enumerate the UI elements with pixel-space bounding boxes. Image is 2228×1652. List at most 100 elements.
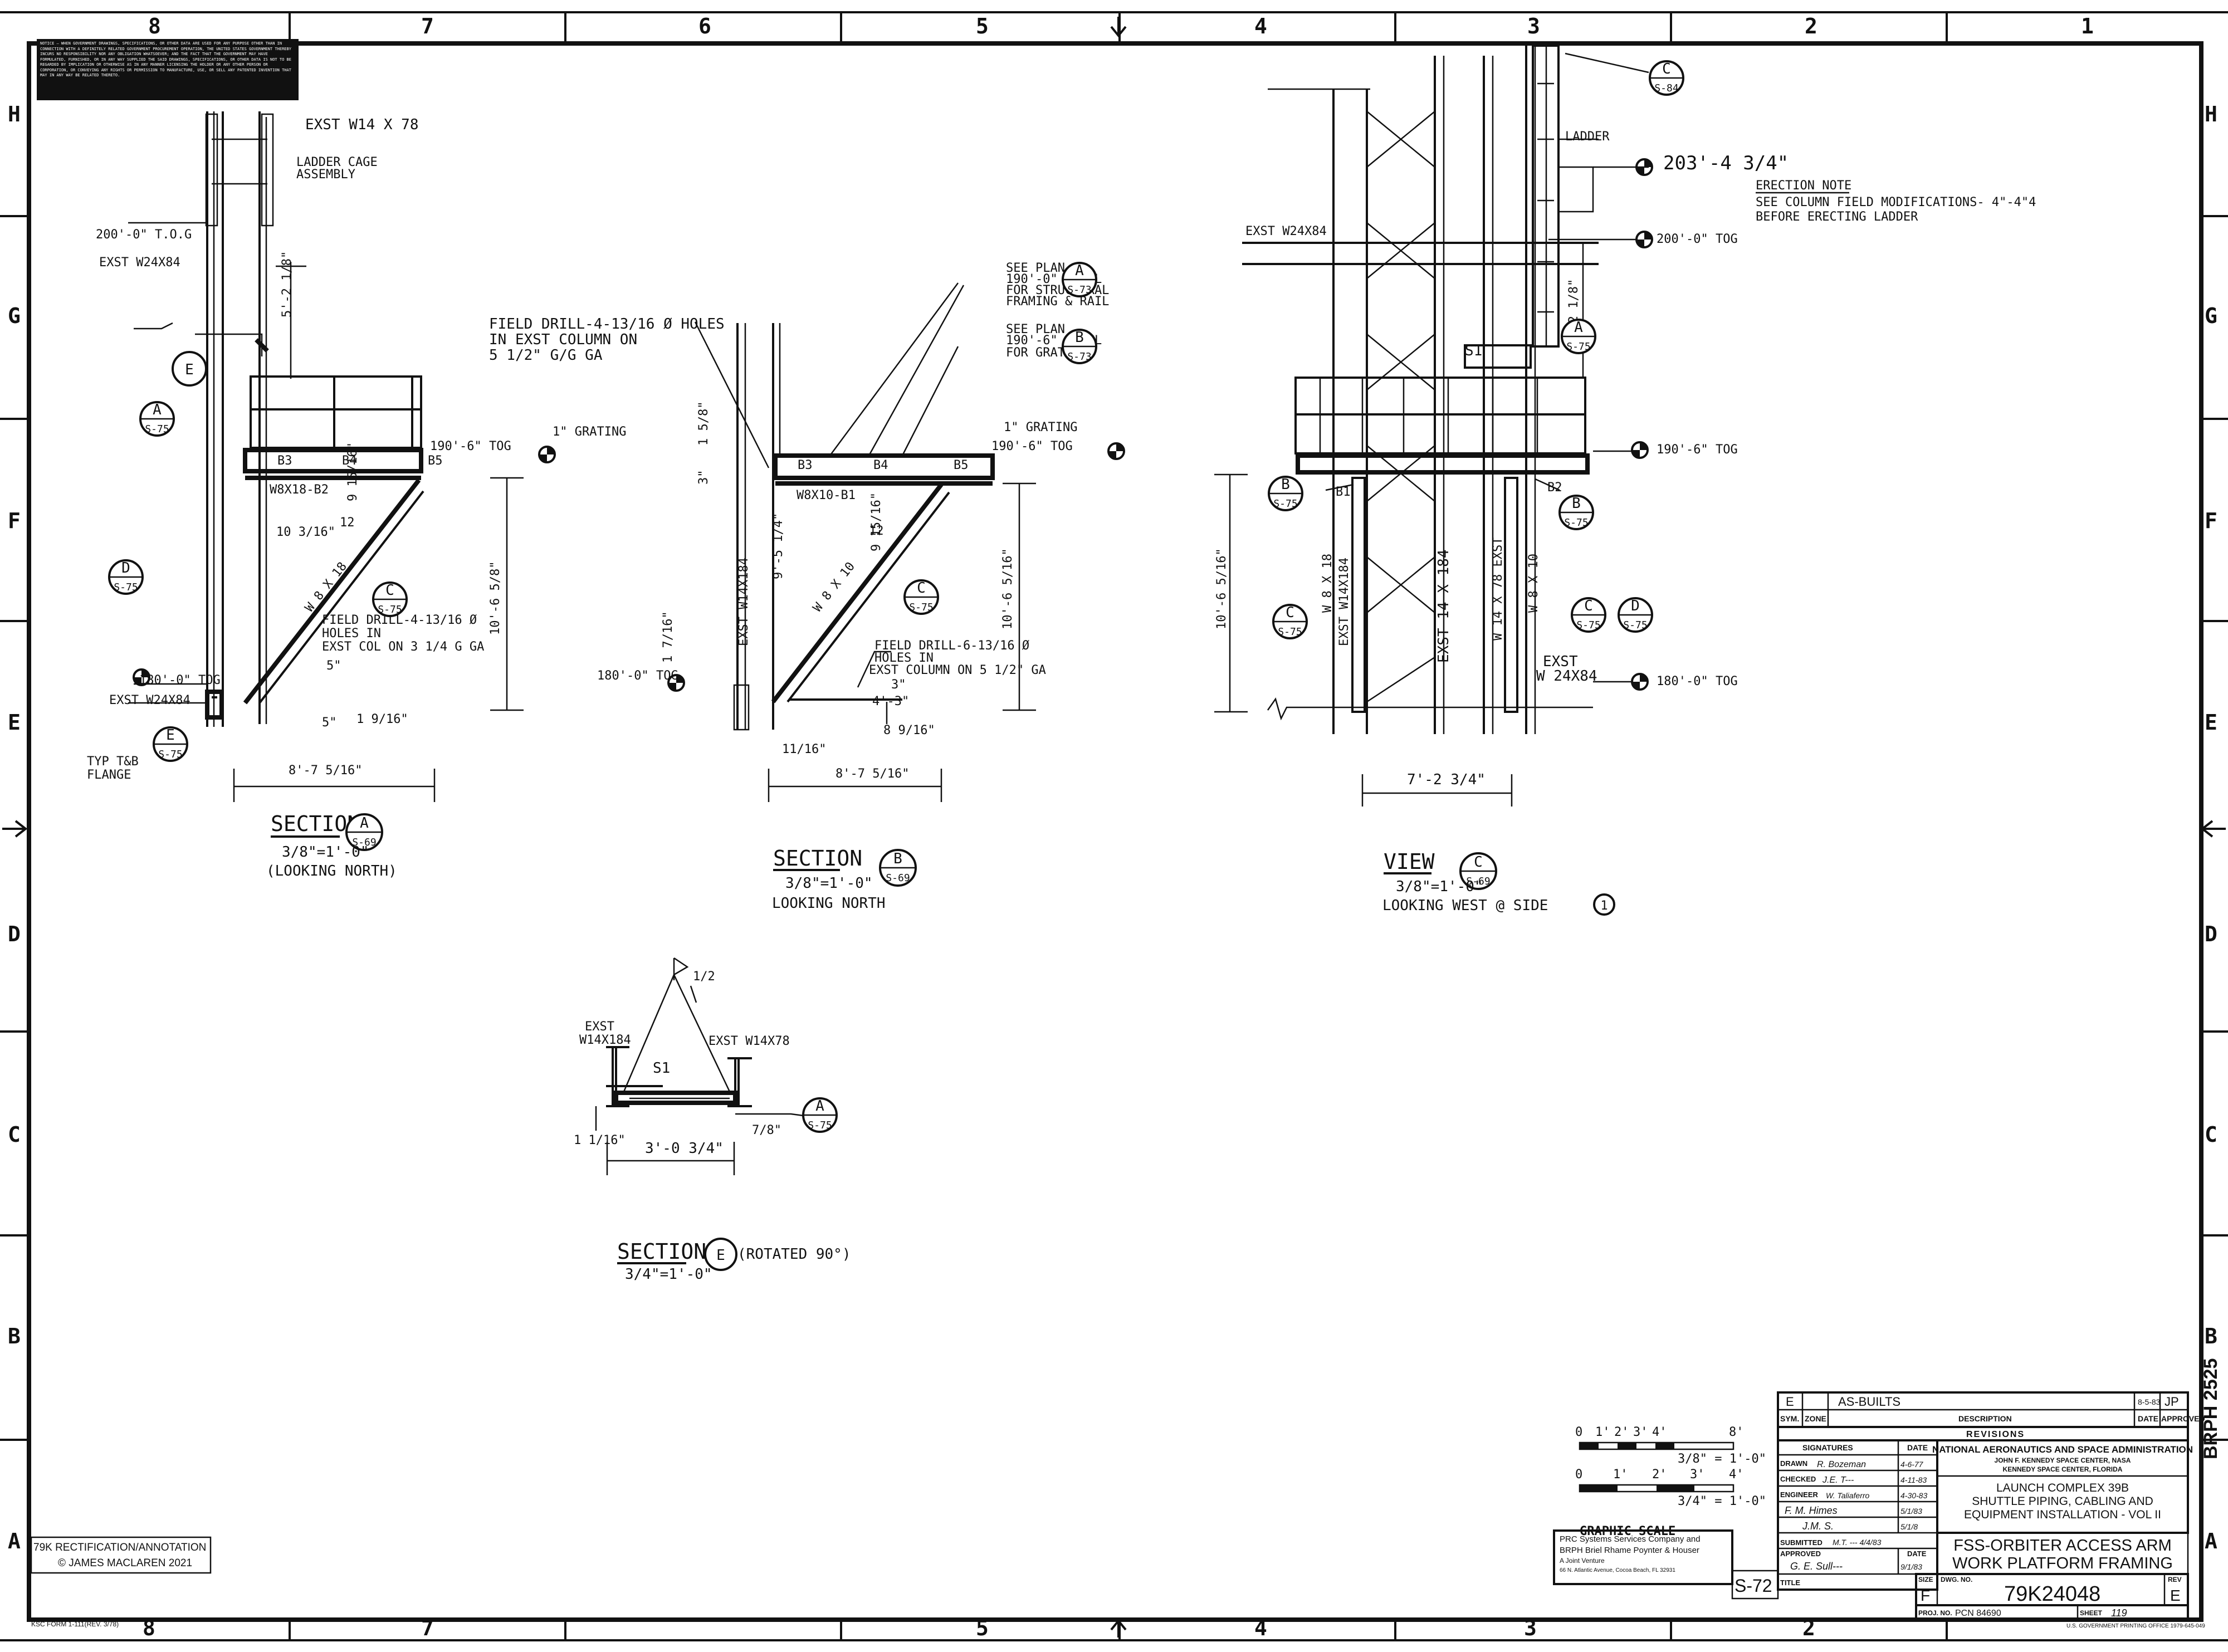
proj-number: PCN 84690: [1955, 1609, 2001, 1618]
label-c-dim-7-2: 7'-2 3/4": [1407, 771, 1486, 788]
zone-row-e: E: [8, 710, 21, 735]
section-e-drawing: EXST W14X184 EXST W14X78 S1 1/2 1 1/16" …: [574, 957, 808, 1175]
label-c-tog-180: 180'-0" TOG: [1657, 675, 1738, 688]
label-b-tog-190: 190'-6" TOG: [991, 439, 1073, 453]
title-block: E AS-BUILTS 8-5-83 JP SYM. ZONE DESCRIPT…: [1553, 1358, 2221, 1629]
label-e-dim-3-0: 3'-0 3/4": [645, 1140, 724, 1157]
vertical-id: BRPH 2525: [2200, 1358, 2221, 1459]
svg-text:A: A: [1574, 319, 1583, 336]
annotation-box: 79K RECTIFICATION/ANNOTATION © JAMES MAC…: [30, 1536, 212, 1574]
label-b-dim-1-5: 1 5/8": [697, 402, 711, 446]
svg-text:C: C: [385, 582, 394, 599]
label-a-field-drill-2: HOLES IN: [322, 627, 381, 641]
label-b-dim-12: 12: [869, 524, 884, 538]
rev-label: REV: [2168, 1576, 2182, 1583]
annotation-line2: © JAMES MACLAREN 2021: [58, 1557, 192, 1569]
scale-a-tick-8: 8': [1729, 1425, 1744, 1439]
zone-col-6: 6: [698, 14, 711, 38]
label-c-tog-190: 190'-6" TOG: [1657, 443, 1738, 457]
approved-name: G. E. Sull---: [1790, 1561, 1843, 1572]
approved-label: APPROVED: [1780, 1550, 1821, 1558]
svg-text:S-75: S-75: [145, 423, 169, 435]
label-b-grating: 1" GRATING: [1004, 421, 1077, 434]
zone-col-4-bottom: 4: [1254, 1616, 1267, 1640]
section-e-bubbles: A S-75: [802, 1097, 838, 1133]
zone-col-2-bottom: 2: [1802, 1616, 1815, 1640]
revision-date: 8-5-83: [2138, 1397, 2161, 1406]
section-e-scale: 3/4"=1'-0": [625, 1266, 712, 1283]
label-b-dim-9: 9 15/16": [869, 492, 883, 551]
view-c-title-bubble: C S-69: [1459, 852, 1497, 890]
label-c-w14x78: W 14 X 78 EXST: [1491, 537, 1505, 641]
bubble-a-e-s75: E S-75: [153, 726, 188, 762]
svg-text:S-75: S-75: [378, 604, 402, 615]
bubble-c-b-s75-right: B S-75: [1558, 495, 1594, 530]
size-value: F: [1921, 1587, 1930, 1604]
section-b-scale: 3/8"=1'-0": [785, 875, 873, 892]
agency-line1: NATIONAL AERONAUTICS AND SPACE ADMINISTR…: [1932, 1444, 2193, 1455]
zone-row-f: F: [8, 509, 21, 533]
label-a-b5: B5: [428, 454, 443, 468]
label-a-dim-9: 9 15/16": [346, 442, 360, 501]
svg-text:D: D: [1631, 598, 1640, 614]
label-c-s1: S1: [1465, 343, 1482, 359]
section-b-title-text: SECTION: [773, 846, 862, 871]
bubble-c-c-s75-right: C S-75: [1571, 597, 1606, 633]
svg-text:A: A: [815, 1098, 824, 1115]
zone-row-h-right: H: [2205, 102, 2217, 126]
sheet-label: SHEET: [2080, 1609, 2103, 1617]
bubble-a-c-s75: C S-75: [372, 581, 408, 617]
svg-text:A: A: [153, 402, 162, 418]
section-a-scale: 3/8"=1'-0": [282, 844, 369, 861]
zone-col-3: 3: [1527, 14, 1540, 38]
label-c-exst-w14x184: EXST W14X184: [1337, 558, 1351, 646]
section-b-drawing: B3 B4 B5 FIELD DRILL-4-13/16 Ø HOLES IN …: [489, 261, 1125, 802]
label-b-dim-10-6: 10'-6 5/16": [1001, 548, 1015, 629]
approved-date: 9/1/83: [1900, 1562, 1922, 1571]
svg-text:S-75: S-75: [808, 1120, 832, 1131]
section-a-bubbles: E A S-75 D S-75 C S-75 E S-75: [108, 351, 408, 762]
label-a-beam: W8X18-B2: [270, 483, 329, 497]
label-c-ladder: LADDER: [1565, 130, 1610, 144]
proj-label: PROJ. NO.: [1918, 1609, 1952, 1617]
label-e-exst-2: W14X184: [579, 1033, 631, 1047]
label-a-assembly: ASSEMBLY: [296, 168, 355, 182]
bubble-c-a-s75: A S-75: [1561, 319, 1596, 354]
scale-b-tick-1: 1': [1613, 1468, 1628, 1482]
section-a-title-text: SECTION: [271, 812, 360, 836]
svg-text:S-75: S-75: [1576, 619, 1600, 631]
bubble-c-b-s75-left: B S-75: [1268, 476, 1303, 511]
label-e-exst-1: EXST: [585, 1020, 614, 1034]
bubble-a-a-s75: A S-75: [139, 401, 175, 437]
section-e-title-text: SECTION: [617, 1239, 706, 1264]
svg-text:S-75: S-75: [158, 749, 182, 760]
zone-row-h: H: [8, 102, 21, 126]
title-label: TITLE: [1780, 1578, 1800, 1587]
bubble-e-a-s75: A S-75: [802, 1097, 838, 1133]
zone-col-7-bottom: 7: [421, 1616, 434, 1640]
sig-date-checked: 4-11-83: [1900, 1475, 1927, 1484]
zone-col-4: 4: [1254, 14, 1267, 38]
label-a-dim-10-6: 10'-6 5/8": [488, 561, 502, 635]
sig-name-checked: J.E. T---: [1822, 1475, 1854, 1485]
title-line3: EQUIPMENT INSTALLATION - VOL II: [1964, 1508, 2161, 1521]
bubble-a-d-s75: D S-75: [108, 559, 144, 595]
scale-a-tick-1: 1': [1595, 1425, 1610, 1439]
label-c-erection-1: SEE COLUMN FIELD MODIFICATIONS- 4"-4"4: [1756, 195, 2036, 209]
label-b-dim-4-3: 4'-3": [872, 695, 909, 708]
bubble-a-e: E: [172, 351, 207, 387]
scale-b-tick-3: 3': [1690, 1468, 1705, 1482]
title-line1: LAUNCH COMPLEX 39B: [1996, 1482, 2129, 1494]
svg-text:S-73: S-73: [1067, 284, 1091, 296]
sheet-id: S-72: [1734, 1576, 1772, 1596]
section-b-subtitle: LOOKING NORTH: [772, 895, 886, 912]
zone-col-2: 2: [1805, 14, 1817, 38]
view-c-title: VIEW C S-69 3/8"=1'-0" LOOKING WEST @ SI…: [1382, 849, 1615, 916]
zone-row-b: B: [8, 1324, 21, 1348]
label-a-tog-190: 190'-6" TOG: [430, 439, 511, 453]
revision-desc: AS-BUILTS: [1838, 1395, 1900, 1409]
svg-text:C: C: [1474, 854, 1483, 871]
svg-text:B: B: [1281, 476, 1290, 493]
svg-text:B: B: [893, 851, 902, 867]
section-e-title: SECTION E (ROTATED 90°) 3/4"=1'-0": [617, 1238, 851, 1283]
